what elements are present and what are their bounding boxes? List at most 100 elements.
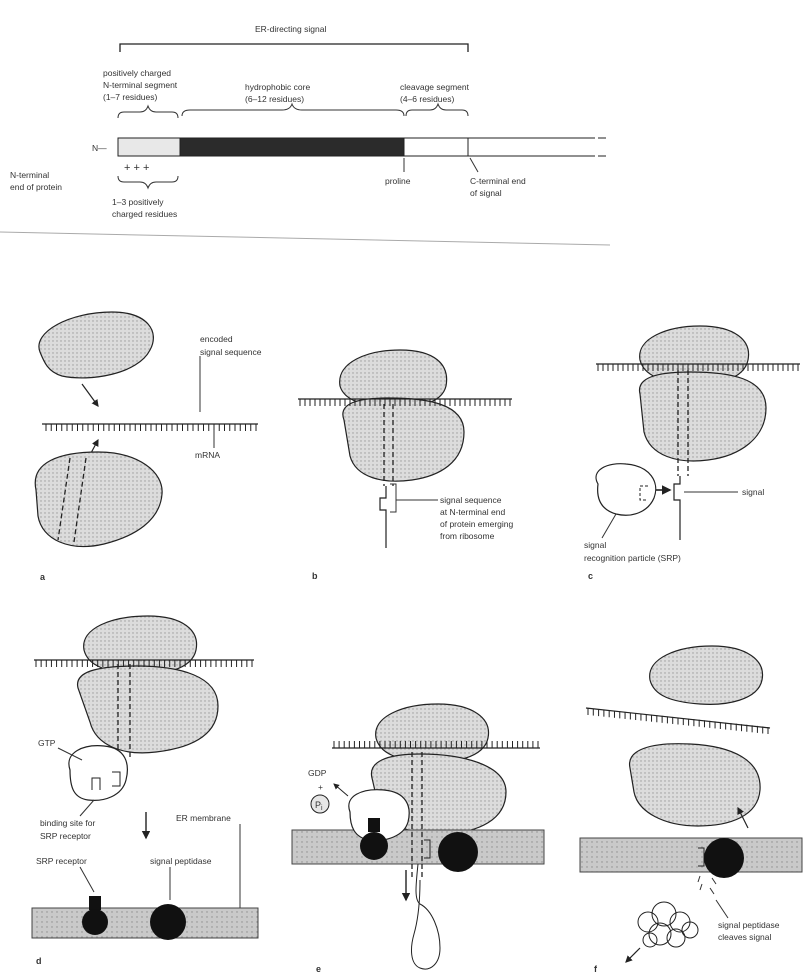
srp-receptor bbox=[360, 832, 388, 860]
plus-sign: + bbox=[318, 782, 323, 792]
srp bbox=[596, 464, 656, 516]
arrow-away bbox=[626, 948, 640, 962]
srp-line1: signal bbox=[584, 540, 606, 550]
ribosome-small-subunit bbox=[39, 312, 153, 378]
binding-site-label: binding site for SRP receptor bbox=[40, 818, 95, 841]
signal-peptidase bbox=[438, 832, 478, 872]
mrna-strand bbox=[596, 364, 800, 371]
srp bbox=[69, 746, 127, 801]
positive-segment-label: positively charged N-terminal segment (1… bbox=[103, 68, 178, 102]
hydrophobic-core-box bbox=[180, 138, 404, 156]
srp-receptor-stem bbox=[368, 818, 380, 832]
n-terminal-line2: end of protein bbox=[10, 182, 62, 192]
signal-structure-diagram: ER-directing signal positively charged N… bbox=[0, 24, 610, 245]
cleavage-segment-label: cleavage segment (4–6 residues) bbox=[400, 82, 470, 104]
srp-receptor-label: SRP receptor bbox=[36, 856, 87, 866]
encoded-line1: encoded bbox=[200, 334, 233, 344]
protein-chain-dash bbox=[598, 138, 606, 156]
gdp-label: GDP bbox=[308, 768, 327, 778]
panel-f-letter: f bbox=[594, 964, 598, 974]
srp-line2: recognition particle (SRP) bbox=[584, 553, 681, 563]
n-terminal-label: N-terminal end of protein bbox=[10, 170, 62, 192]
cleavage-label-line2: (4–6 residues) bbox=[400, 94, 455, 104]
srp-receptor-stem bbox=[89, 896, 101, 910]
peptidase-cleaves-label: signal peptidase cleaves signal bbox=[718, 920, 780, 942]
mrna-ticks bbox=[46, 424, 256, 431]
mrna-strand bbox=[298, 399, 512, 406]
panel-c: signal signal recognition particle (SRP)… bbox=[584, 326, 800, 581]
nascent-peptide bbox=[674, 476, 680, 540]
panel-c-letter: c bbox=[588, 571, 593, 581]
hydrophobic-core-label: hydrophobic core (6–12 residues) bbox=[245, 82, 310, 104]
ribosome-small-subunit bbox=[650, 646, 763, 704]
ribosome-large-subunit bbox=[343, 398, 464, 481]
panel-d: GTP binding site for SRP receptor ER mem… bbox=[32, 616, 258, 966]
peptidase-cleaves-leader bbox=[716, 900, 728, 918]
c-terminal-leader bbox=[470, 158, 478, 172]
positive-residues-brace bbox=[118, 176, 178, 188]
er-membrane bbox=[292, 830, 544, 864]
hydrophobic-label-line1: hydrophobic core bbox=[245, 82, 310, 92]
arrow-small-to-mrna bbox=[82, 384, 98, 406]
c-terminal-label: C-terminal end of signal bbox=[470, 176, 526, 198]
panel-f: signal peptidase cleaves signal f bbox=[580, 646, 802, 974]
signal-label: signal bbox=[742, 487, 764, 497]
positive-label-line1: positively charged bbox=[103, 68, 171, 78]
binding-line2: SRP receptor bbox=[40, 831, 91, 841]
mrna-strand bbox=[42, 424, 258, 431]
cleavage-segment-box bbox=[404, 138, 468, 156]
mrna-ticks bbox=[588, 708, 768, 734]
nascent-peptide bbox=[380, 486, 386, 548]
er-signal-title: ER-directing signal bbox=[255, 24, 326, 34]
ribosome-large-subunit bbox=[35, 452, 162, 546]
cleaved-signal-fragments bbox=[698, 876, 716, 894]
er-signal-bracket bbox=[120, 44, 468, 52]
positive-residues-line2: charged residues bbox=[112, 209, 177, 219]
er-membrane bbox=[32, 908, 258, 938]
hydrophobic-top-brace bbox=[182, 104, 404, 116]
positive-label-line3: (1–7 residues) bbox=[103, 92, 158, 102]
cleavage-top-brace bbox=[406, 104, 468, 116]
mrna-label: mRNA bbox=[195, 450, 220, 460]
ribosome-large-subunit bbox=[639, 372, 766, 461]
signal-sequence-label: signal sequence at N-terminal end of pro… bbox=[440, 495, 514, 541]
binding-line1: binding site for bbox=[40, 818, 95, 828]
encoded-line2: signal sequence bbox=[200, 347, 262, 357]
mrna-strand bbox=[586, 708, 770, 734]
positive-residues-label: 1–3 positively charged residues bbox=[112, 197, 177, 219]
positive-segment-box bbox=[118, 138, 180, 156]
panel-a-letter: a bbox=[40, 572, 46, 582]
n-symbol: N— bbox=[92, 143, 107, 153]
signal-peptidase bbox=[704, 838, 744, 878]
mrna-strand bbox=[34, 660, 254, 667]
mrna-strand bbox=[332, 741, 540, 748]
signal-peptidase bbox=[150, 904, 186, 940]
panel-e: GDP + Pi e bbox=[292, 704, 544, 974]
cleavage-label-line1: cleavage segment bbox=[400, 82, 470, 92]
srp-leader bbox=[602, 514, 616, 538]
er-membrane-label: ER membrane bbox=[176, 813, 231, 823]
signal-line1: signal sequence bbox=[440, 495, 502, 505]
srp-label: signal recognition particle (SRP) bbox=[584, 540, 681, 563]
mrna-ticks bbox=[334, 741, 538, 748]
mrna-ticks bbox=[300, 399, 510, 406]
ribosome-large-subunit bbox=[78, 666, 218, 753]
gtp-label: GTP bbox=[38, 738, 56, 748]
signal-line2: at N-terminal end bbox=[440, 507, 505, 517]
positive-label-line2: N-terminal segment bbox=[103, 80, 178, 90]
receptor-leader bbox=[80, 867, 94, 892]
panel-d-letter: d bbox=[36, 956, 42, 966]
released-protein bbox=[638, 902, 698, 947]
signal-peptidase-label: signal peptidase bbox=[150, 856, 212, 866]
plus-signs: + + + bbox=[124, 162, 149, 174]
hydrophobic-label-line2: (6–12 residues) bbox=[245, 94, 304, 104]
positive-residues-line1: 1–3 positively bbox=[112, 197, 164, 207]
c-terminal-line1: C-terminal end bbox=[470, 176, 526, 186]
mrna-ticks bbox=[598, 364, 798, 371]
ribosome-small-subunit bbox=[376, 704, 489, 762]
signal-line4: from ribosome bbox=[440, 531, 495, 541]
panel-b-letter: b bbox=[312, 571, 318, 581]
mrna-ticks bbox=[36, 660, 252, 667]
binding-leader bbox=[80, 800, 94, 816]
encoded-signal-label: encoded signal sequence bbox=[200, 334, 262, 357]
